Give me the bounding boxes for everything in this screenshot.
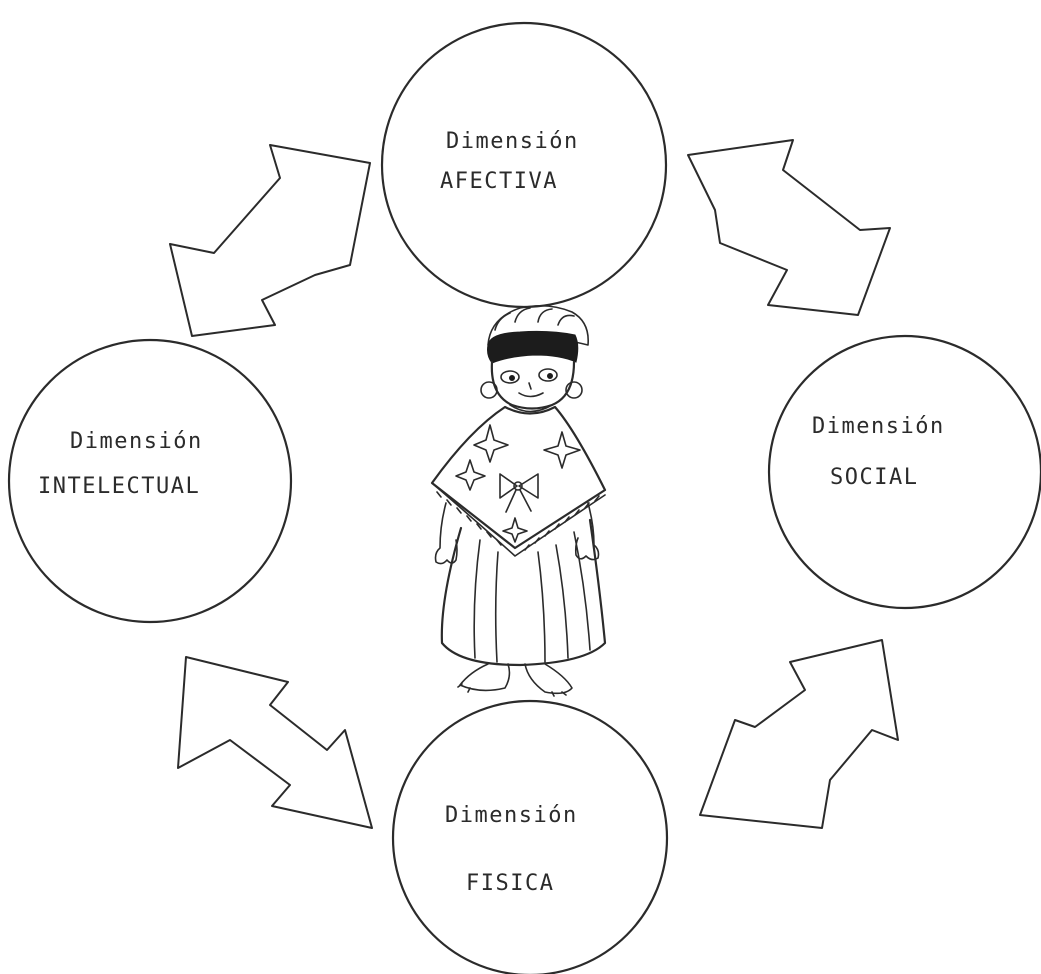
arrow-afectiva-social [687, 139, 891, 316]
node-social: Dimensión SOCIAL [767, 334, 1041, 610]
arrow-social-fisica [699, 639, 899, 829]
node-social-line1: Dimensión [812, 414, 945, 439]
node-afectiva-line1: Dimensión [446, 129, 579, 154]
node-afectiva: Dimensión AFECTIVA [380, 21, 668, 309]
node-intelectual-line2: INTELECTUAL [38, 474, 200, 499]
arrow-intelectual-afectiva [169, 144, 371, 337]
node-fisica: Dimensión FISICA [391, 699, 669, 974]
node-afectiva-line2: AFECTIVA [440, 169, 558, 194]
node-intelectual: Dimensión INTELECTUAL [7, 338, 293, 624]
node-fisica-line1: Dimensión [445, 803, 578, 828]
node-social-line2: SOCIAL [830, 465, 918, 490]
node-fisica-line2: FISICA [466, 871, 554, 896]
child-figure [430, 304, 607, 697]
node-intelectual-line1: Dimensión [70, 429, 203, 454]
arrow-intelectual-fisica [177, 656, 373, 829]
